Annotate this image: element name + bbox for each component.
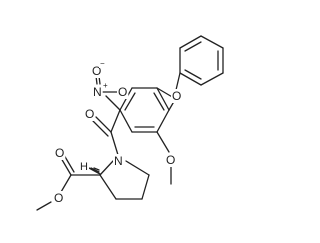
- benzyl-phenyl-ring: [179, 35, 224, 86]
- label-halo: [165, 153, 177, 167]
- methoxy-o-label: O: [166, 153, 175, 167]
- benzyl-ether-o-label: O: [172, 89, 181, 103]
- label-halo: [102, 81, 109, 90]
- chemical-structure-diagram: O − N + O O O O N H O O: [36, 35, 224, 211]
- methyl-ester: [36, 154, 101, 211]
- label-halo: [117, 85, 129, 99]
- atom-labels: O − N + O O O O N H O O: [53, 59, 183, 205]
- central-aromatic-ring: [119, 87, 175, 133]
- label-halo: [92, 85, 103, 99]
- label-halo: [53, 191, 65, 205]
- stereo-hash-bond: [88, 167, 101, 175]
- stereo-h-label: H: [80, 161, 88, 173]
- label-halo: [54, 146, 66, 160]
- nitro-group: [95, 75, 121, 111]
- amide-carbonyl: [92, 109, 121, 156]
- label-halo: [99, 59, 106, 68]
- label-halo: [113, 154, 124, 168]
- label-halo: [171, 89, 183, 103]
- pyrrolidine-ring: [99, 160, 150, 200]
- nitro-o-right-label: O: [118, 85, 127, 99]
- label-halo: [79, 161, 89, 173]
- carbonyl-o-label: O: [85, 107, 94, 121]
- ester-o-double-label: O: [55, 146, 64, 160]
- methoxy-group: [156, 131, 172, 185]
- label-halo: [91, 64, 103, 78]
- nitro-n-label: N: [93, 85, 102, 99]
- nitro-o-charge-label: −: [100, 59, 105, 68]
- label-halo: [84, 107, 96, 121]
- nitro-o-top-label: O: [92, 64, 101, 78]
- ring-n-label: N: [114, 154, 123, 168]
- ester-o-single-label: O: [54, 191, 63, 205]
- nitro-n-charge-label: +: [103, 81, 108, 90]
